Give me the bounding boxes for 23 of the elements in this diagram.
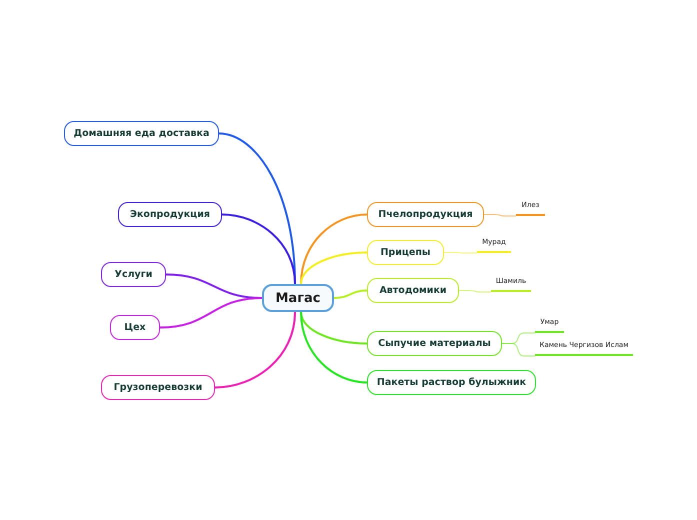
topic-box: Пчелопродукция (367, 202, 484, 227)
connector-line (300, 214, 368, 284)
central-topic: Магас (262, 284, 334, 312)
topic-box: Прицепы (367, 240, 444, 265)
connector-line (444, 252, 478, 254)
topic-box: Автодомики (367, 278, 459, 303)
connector-line (334, 290, 368, 299)
topic-box: Сыпучие материалы (367, 331, 502, 356)
topic-box: Грузоперевозки (101, 375, 215, 400)
connector-line (222, 214, 296, 284)
topic-box: Цех (110, 315, 160, 340)
connector-line (214, 312, 296, 388)
connector-line (484, 214, 516, 216)
connector-line (300, 312, 368, 344)
connector-line (300, 312, 368, 384)
topic-box: Пакеты раствор булыжник (367, 370, 536, 395)
connector-line (458, 290, 492, 292)
topic-box: Экопродукция (118, 202, 222, 227)
topic-box: Домашняя еда доставка (64, 121, 219, 146)
connector-line (160, 297, 262, 328)
connector-line (300, 252, 368, 284)
connector-line (502, 343, 536, 356)
topic-box: Услуги (101, 262, 166, 287)
